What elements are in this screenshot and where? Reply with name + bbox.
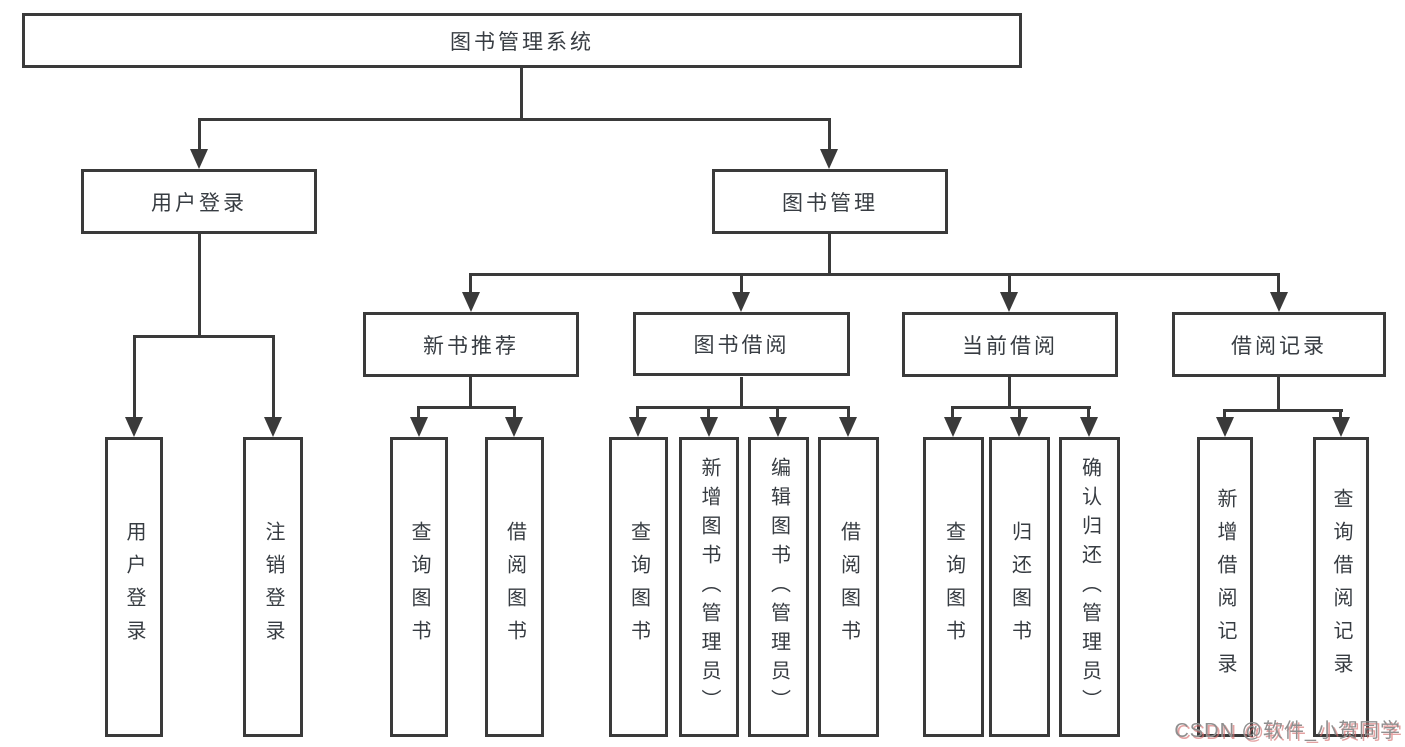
arrow-down-icon <box>629 417 647 437</box>
connector-line <box>1277 377 1280 409</box>
connector-line <box>469 273 1280 276</box>
connector-line <box>707 406 710 419</box>
arrow-down-icon <box>264 417 282 437</box>
leaf-records-add-record-label: 新增借阅记录 <box>1214 488 1236 686</box>
leaf-newbook-query: 查询图书 <box>390 437 448 737</box>
arrow-down-icon <box>125 417 143 437</box>
connector-line <box>740 273 743 293</box>
node-current-borrow: 当前借阅 <box>902 312 1118 377</box>
arrow-down-icon <box>1080 417 1098 437</box>
leaf-records-query-record: 查询借阅记录 <box>1313 437 1369 737</box>
leaf-current-confirm-return-label: 确认归还（管理员） <box>1078 456 1101 718</box>
connector-line <box>776 406 779 419</box>
connector-line <box>951 406 1091 409</box>
arrow-down-icon <box>839 417 857 437</box>
connector-line <box>469 377 472 407</box>
connector-line <box>417 406 420 419</box>
node-root-label: 图书管理系统 <box>450 30 594 54</box>
connector-line <box>198 118 831 121</box>
leaf-logout-label: 注销登录 <box>262 521 284 653</box>
connector-line <box>1018 406 1021 419</box>
arrow-down-icon <box>190 149 208 169</box>
connector-line <box>272 335 275 419</box>
leaf-borrow-edit-book-label: 编辑图书（管理员） <box>767 456 790 718</box>
connector-line <box>198 234 201 335</box>
connector-line <box>1008 377 1011 407</box>
connector-line <box>1223 409 1226 419</box>
arrow-down-icon <box>944 417 962 437</box>
connector-line <box>513 406 516 419</box>
node-book-management-label: 图书管理 <box>782 191 878 215</box>
leaf-user-login-label: 用户登录 <box>123 521 145 653</box>
node-book-management: 图书管理 <box>712 169 948 234</box>
leaf-newbook-borrow: 借阅图书 <box>485 437 544 737</box>
connector-line <box>198 118 201 149</box>
leaf-records-add-record: 新增借阅记录 <box>1197 437 1253 737</box>
arrow-down-icon <box>769 417 787 437</box>
connector-line <box>133 335 275 338</box>
arrow-down-icon <box>410 417 428 437</box>
leaf-borrow-edit-book: 编辑图书（管理员） <box>748 437 809 737</box>
connector-line <box>828 233 831 273</box>
leaf-borrow-borrow-book-label: 借阅图书 <box>837 521 860 653</box>
connector-line <box>636 406 850 409</box>
leaf-newbook-query-label: 查询图书 <box>408 521 430 653</box>
leaf-current-query-book: 查询图书 <box>923 437 984 737</box>
leaf-newbook-borrow-label: 借阅图书 <box>503 521 526 653</box>
leaf-user-login: 用户登录 <box>105 437 163 737</box>
connector-line <box>828 118 831 149</box>
node-book-borrow: 图书借阅 <box>633 312 850 376</box>
arrow-down-icon <box>1270 292 1288 312</box>
leaf-borrow-query-book: 查询图书 <box>609 437 668 737</box>
node-user-login: 用户登录 <box>81 169 317 234</box>
node-book-borrow-label: 图书借阅 <box>693 334 790 357</box>
arrow-down-icon <box>700 417 718 437</box>
connector-line <box>1008 273 1011 293</box>
arrow-down-icon <box>732 292 750 312</box>
node-current-borrow-label: 当前借阅 <box>962 334 1058 358</box>
node-borrow-records-label: 借阅记录 <box>1231 334 1327 358</box>
leaf-current-query-book-label: 查询图书 <box>942 521 965 653</box>
connector-line <box>1339 409 1342 419</box>
node-new-book-recommend: 新书推荐 <box>363 312 579 377</box>
connector-line <box>469 273 472 293</box>
node-new-book-recommend-label: 新书推荐 <box>423 334 519 358</box>
connector-line <box>1223 409 1343 412</box>
connector-line <box>520 68 523 118</box>
leaf-borrow-borrow-book: 借阅图书 <box>818 437 879 737</box>
connector-line <box>847 406 850 419</box>
node-root: 图书管理系统 <box>22 13 1022 68</box>
leaf-current-return-book-label: 归还图书 <box>1008 521 1031 653</box>
connector-line <box>1087 406 1090 419</box>
leaf-records-query-record-label: 查询借阅记录 <box>1330 488 1352 686</box>
arrow-down-icon <box>462 292 480 312</box>
node-borrow-records: 借阅记录 <box>1172 312 1386 377</box>
connector-line <box>951 406 954 419</box>
connector-line <box>1277 273 1280 293</box>
arrow-down-icon <box>1332 417 1350 437</box>
csdn-watermark: CSDN @软件_小贺同学 <box>1174 720 1401 742</box>
arrow-down-icon <box>505 417 523 437</box>
connector-line <box>417 406 516 409</box>
leaf-borrow-add-book-label: 新增图书（管理员） <box>698 456 720 718</box>
arrow-down-icon <box>820 149 838 169</box>
leaf-logout: 注销登录 <box>243 437 303 737</box>
arrow-down-icon <box>1010 417 1028 437</box>
connector-line <box>636 406 639 419</box>
leaf-current-return-book: 归还图书 <box>989 437 1050 737</box>
leaf-borrow-add-book: 新增图书（管理员） <box>679 437 739 737</box>
leaf-borrow-query-book-label: 查询图书 <box>627 521 650 653</box>
arrow-down-icon <box>1216 417 1234 437</box>
arrow-down-icon <box>1000 292 1018 312</box>
connector-line <box>133 335 136 419</box>
connector-line <box>740 377 743 407</box>
node-user-login-label: 用户登录 <box>151 191 247 215</box>
leaf-current-confirm-return: 确认归还（管理员） <box>1059 437 1120 737</box>
